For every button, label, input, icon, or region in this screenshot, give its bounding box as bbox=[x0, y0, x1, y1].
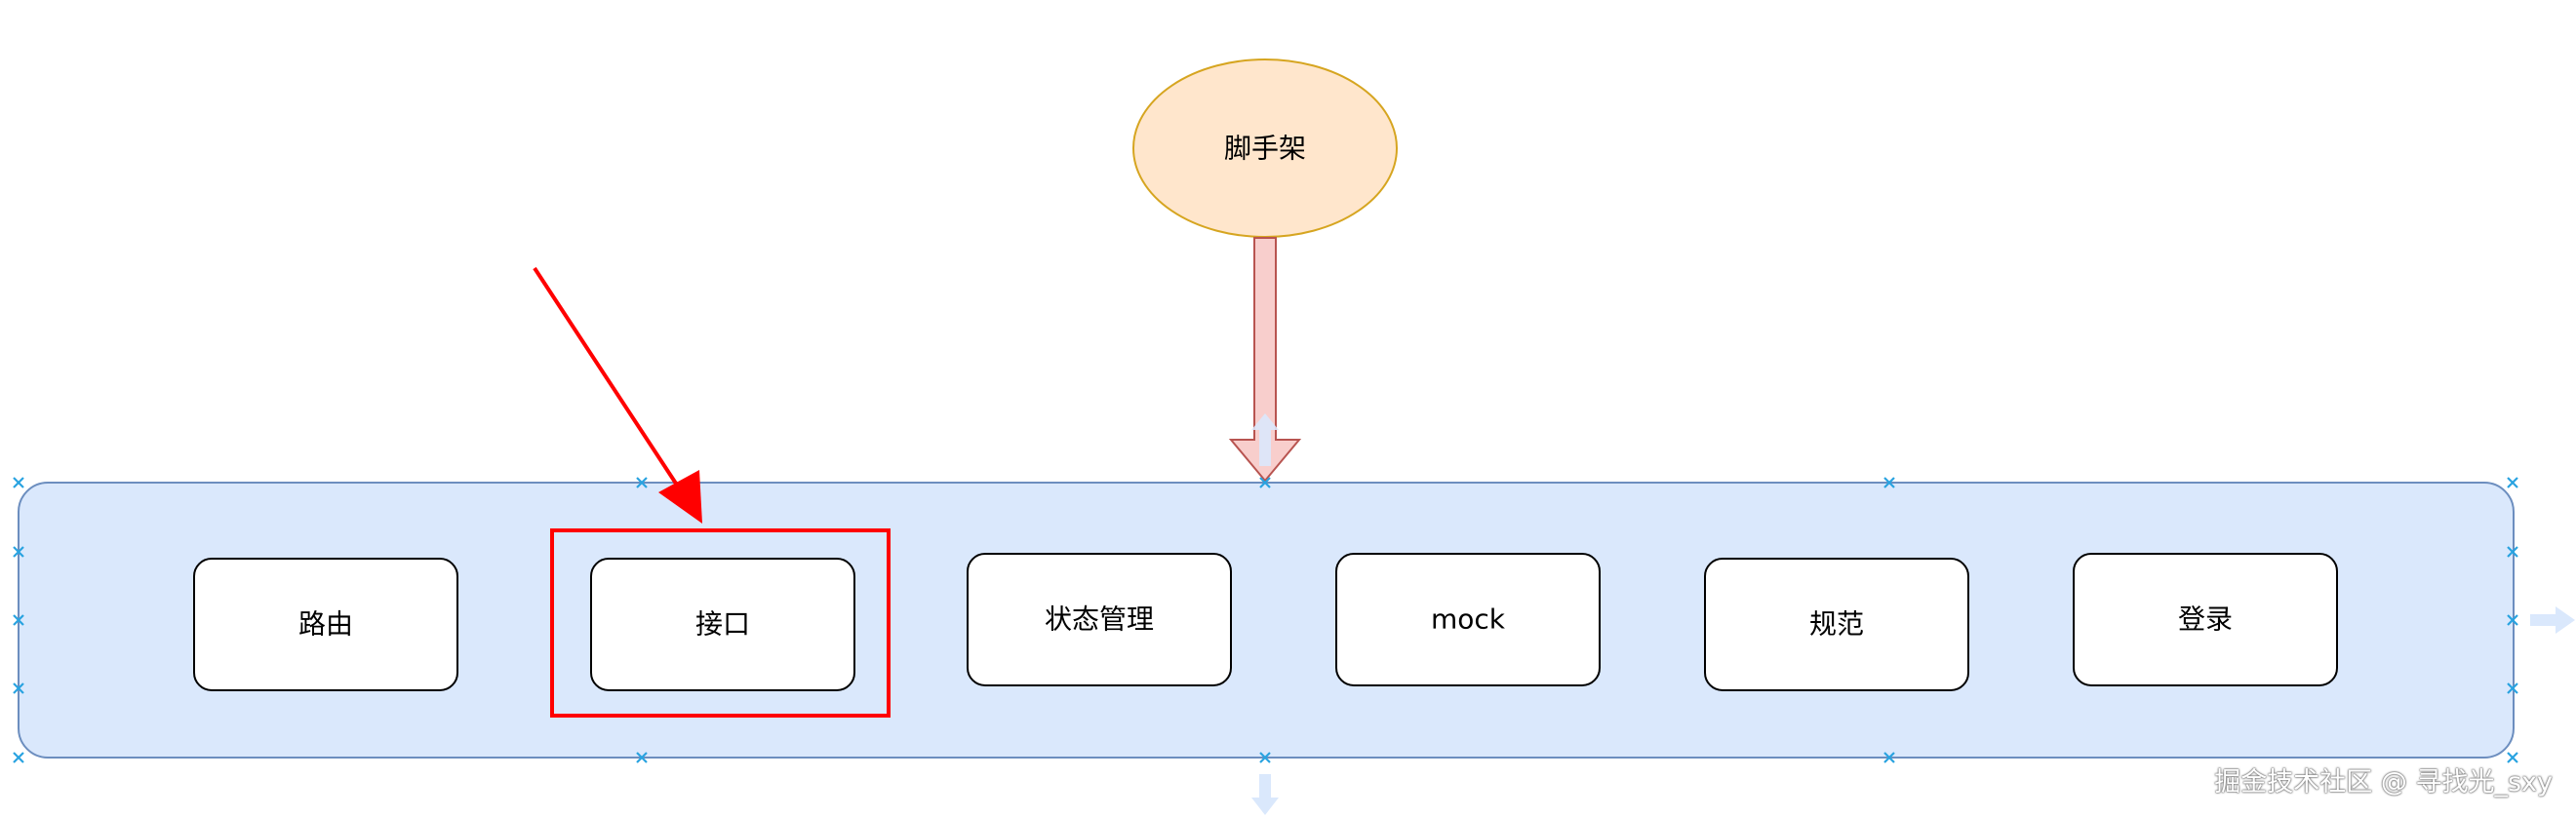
module-state-box[interactable] bbox=[967, 553, 1232, 686]
container-bottom-hover-arrow[interactable] bbox=[1251, 774, 1279, 815]
module-routing[interactable]: 路由 bbox=[193, 558, 458, 691]
module-api-box[interactable] bbox=[590, 558, 855, 691]
highlight-box bbox=[550, 528, 891, 718]
handle-marker[interactable] bbox=[13, 614, 24, 626]
module-mock[interactable]: mock bbox=[1335, 553, 1601, 686]
scaffold-node-label: 脚手架 bbox=[1224, 133, 1306, 165]
scaffold-node[interactable]: 脚手架 bbox=[1132, 58, 1398, 238]
container-right-hover-arrow[interactable] bbox=[2530, 606, 2575, 634]
module-state-label: 状态管理 bbox=[1045, 604, 1154, 636]
handle-marker[interactable] bbox=[1259, 477, 1271, 488]
watermark: 掘金技术社区 @ 寻找光_sxy bbox=[2214, 767, 2553, 798]
handle-marker[interactable] bbox=[1259, 752, 1271, 763]
handle-marker[interactable] bbox=[2507, 477, 2518, 488]
handle-marker[interactable] bbox=[636, 752, 648, 763]
selection-handles[interactable] bbox=[13, 477, 2518, 763]
handle-marker[interactable] bbox=[2507, 752, 2518, 763]
handle-marker[interactable] bbox=[2507, 614, 2518, 626]
scaffold-to-container-arrow[interactable] bbox=[1228, 237, 1302, 483]
container-top-hover-arrow[interactable] bbox=[1251, 413, 1279, 466]
module-mock-label: mock bbox=[1431, 604, 1506, 636]
handle-marker[interactable] bbox=[13, 477, 24, 488]
handle-marker[interactable] bbox=[2507, 682, 2518, 694]
red-pointer-arrow bbox=[533, 266, 702, 524]
module-login-box[interactable] bbox=[2073, 553, 2338, 686]
module-routing-box[interactable] bbox=[193, 558, 458, 691]
module-standards-label: 规范 bbox=[1809, 608, 1864, 641]
module-api[interactable]: 接口 bbox=[590, 558, 855, 691]
module-standards[interactable]: 规范 bbox=[1704, 558, 1969, 691]
module-standards-box[interactable] bbox=[1704, 558, 1969, 691]
handle-marker[interactable] bbox=[1883, 477, 1895, 488]
module-login-label: 登录 bbox=[2178, 604, 2233, 636]
handle-marker[interactable] bbox=[13, 682, 24, 694]
module-login[interactable]: 登录 bbox=[2073, 553, 2338, 686]
module-api-label: 接口 bbox=[695, 608, 750, 641]
module-mock-box[interactable] bbox=[1335, 553, 1601, 686]
handle-marker[interactable] bbox=[636, 477, 648, 488]
handle-marker[interactable] bbox=[13, 752, 24, 763]
module-routing-label: 路由 bbox=[298, 608, 353, 641]
module-state[interactable]: 状态管理 bbox=[967, 553, 1232, 686]
handle-marker[interactable] bbox=[1883, 752, 1895, 763]
handle-marker[interactable] bbox=[13, 546, 24, 558]
handle-marker[interactable] bbox=[2507, 546, 2518, 558]
